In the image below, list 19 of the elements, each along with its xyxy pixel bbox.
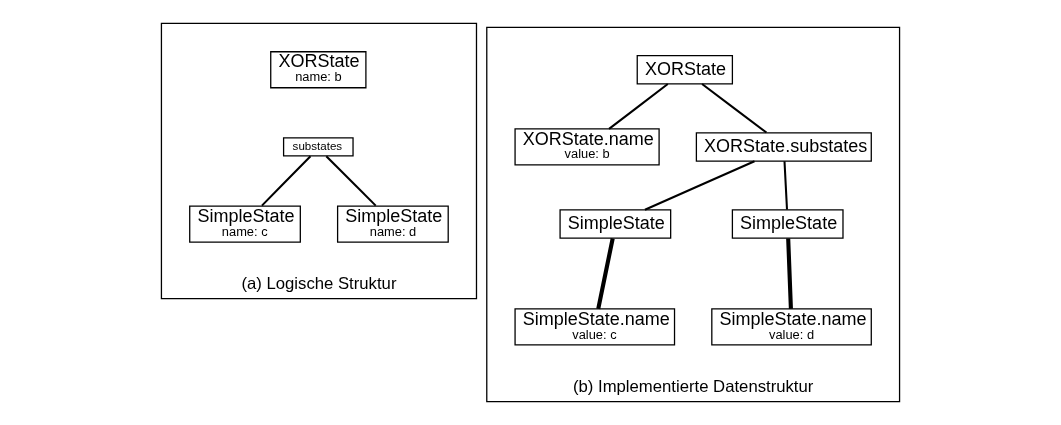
node-box: XORState [636, 54, 734, 85]
node-box: SimpleState name: c [189, 205, 301, 243]
node-box: XORState.name value: b [514, 128, 660, 166]
connector [786, 238, 793, 309]
node-box: XORState name: b [270, 51, 367, 89]
node-box: XORState.substates [695, 132, 872, 162]
connector [325, 155, 377, 207]
connector [608, 83, 669, 130]
connector [596, 238, 615, 310]
node-box: SimpleState name: d [336, 205, 449, 243]
node-box: SimpleState.name value: d [711, 308, 872, 346]
connector [261, 155, 312, 207]
node-box: SimpleState [559, 209, 672, 239]
node-box: substates [282, 137, 354, 157]
connector [783, 161, 789, 210]
connector [701, 83, 768, 134]
node-box: SimpleState.name value: c [514, 308, 676, 346]
connector [644, 160, 755, 211]
node-box: SimpleState [731, 209, 844, 239]
